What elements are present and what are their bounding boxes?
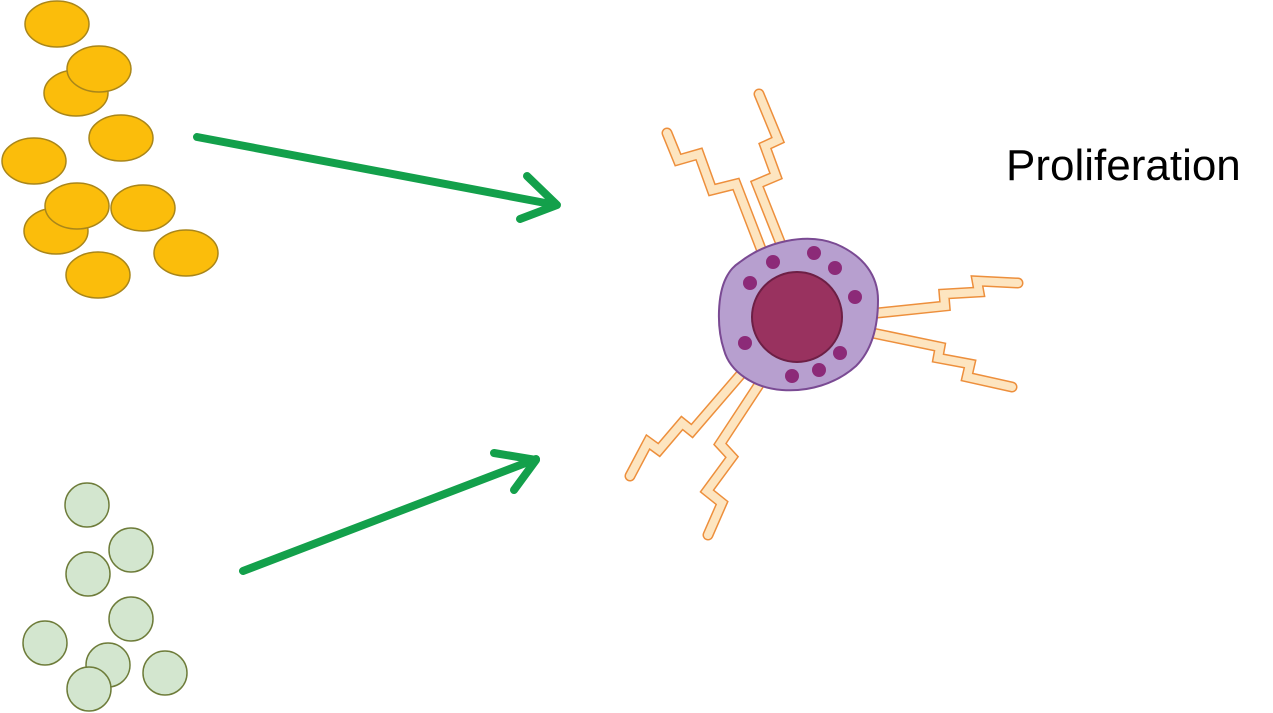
granule-3: [743, 276, 757, 290]
green-cell-1: [64, 482, 110, 528]
arrow-top-shaft: [193, 133, 560, 209]
receptor-upper-right-inner: [751, 90, 792, 266]
green-cell-5: [22, 620, 68, 666]
receptor-lower-right-inner: [701, 370, 770, 539]
yellow-cell-9: [153, 229, 219, 277]
green-cell-cluster: [22, 482, 188, 712]
yellow-cell-10: [65, 251, 131, 299]
arrow-top: [193, 133, 561, 223]
granule-6: [833, 346, 847, 360]
green-cell-4: [108, 596, 154, 642]
target-cell: [717, 237, 880, 392]
granule-8: [785, 369, 799, 383]
proliferation-label: Proliferation: [1006, 141, 1241, 190]
yellow-cell-5: [1, 137, 67, 185]
yellow-cell-1: [24, 0, 90, 48]
green-cell-3: [65, 551, 111, 597]
receptor-right-lower-inner: [854, 326, 1016, 391]
granule-9: [766, 255, 780, 269]
yellow-cell-cluster: [1, 0, 219, 299]
yellow-cell-4: [88, 114, 154, 162]
cell-granules: [738, 246, 862, 383]
yellow-cell-8: [110, 184, 176, 232]
granule-5: [738, 336, 752, 350]
receptor-group: [624, 88, 1024, 541]
receptor-upper-left: [661, 127, 774, 273]
receptor-upper-left-inner: [663, 129, 772, 271]
arrow-bottom: [239, 449, 540, 575]
green-cell-7: [142, 650, 188, 696]
granule-2: [828, 261, 842, 275]
green-cell-2: [108, 527, 154, 573]
arrow-bottom-shaft: [239, 455, 540, 575]
granule-1: [807, 246, 821, 260]
receptor-right-upper-inner: [854, 276, 1022, 319]
arrow-top-head: [516, 172, 561, 223]
arrow-bottom-head: [490, 449, 540, 494]
yellow-cell-7: [44, 182, 110, 230]
yellow-cell-3: [66, 45, 132, 93]
receptor-lower-left-inner: [626, 362, 752, 480]
green-cell-8: [66, 666, 112, 712]
granule-7: [812, 363, 826, 377]
granule-4: [848, 290, 862, 304]
cell-nucleus: [751, 271, 843, 363]
